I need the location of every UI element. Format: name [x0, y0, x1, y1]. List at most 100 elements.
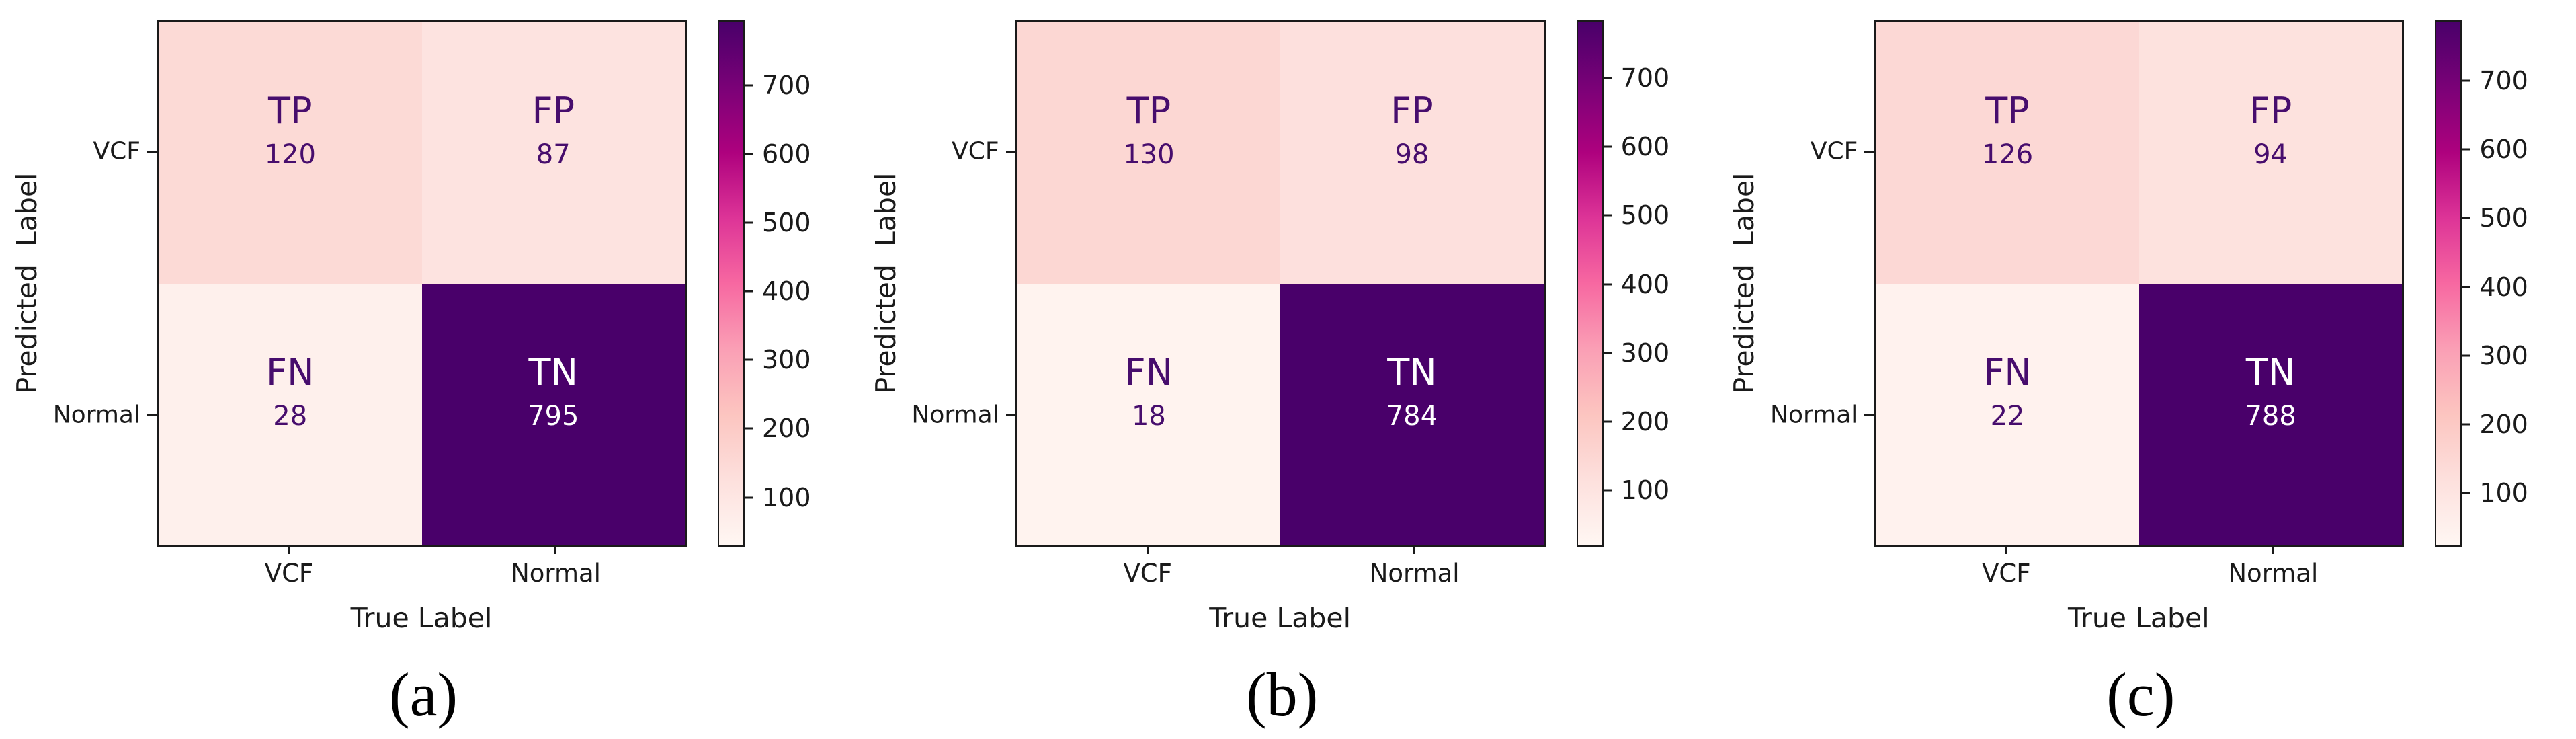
y-axis-title: Predicted Label — [869, 172, 902, 394]
colorbar-tick-mark — [2462, 492, 2471, 494]
x-tick-label-vcf: VCF — [1982, 559, 2031, 588]
colorbar-tick-label: 300 — [762, 345, 811, 375]
colorbar-tick-mark — [1603, 283, 1612, 286]
cell-fn: FN 18 — [1017, 283, 1281, 545]
x-tick-mark — [2005, 547, 2008, 554]
cell-content: FP 94 — [2249, 93, 2292, 171]
cell-content: FP 98 — [1390, 93, 1434, 171]
colorbar-tick-label: 200 — [762, 414, 811, 444]
y-tick-mark — [147, 150, 157, 153]
colorbar-tick-label: 100 — [2479, 478, 2528, 508]
x-tick-mark — [288, 547, 290, 554]
colorbar — [2435, 20, 2462, 547]
cell-content: FN 22 — [1983, 354, 2031, 430]
confusion-matrix-panel-0: Predicted Label VCF Normal TP 120 FP 87 … — [0, 0, 859, 739]
colorbar-tick-label: 100 — [1620, 475, 1670, 506]
cell-tp-value: 126 — [1981, 139, 2034, 171]
y-tick-mark — [1005, 150, 1015, 153]
cell-tp: TP 130 — [1017, 22, 1281, 284]
colorbar — [1576, 20, 1604, 547]
colorbar-tick-label: 600 — [2479, 134, 2528, 165]
cell-fp-value: 87 — [536, 139, 571, 171]
cell-fp: FP 98 — [1280, 22, 1544, 284]
x-tick-label-normal: Normal — [1369, 559, 1460, 588]
cell-content: TN 795 — [528, 354, 579, 430]
cell-fp-value: 94 — [2253, 139, 2288, 171]
x-tick-mark — [2272, 547, 2274, 554]
colorbar-tick-mark — [745, 496, 753, 498]
cell-tp: TP 120 — [159, 22, 422, 284]
x-tick-label-vcf: VCF — [264, 559, 314, 588]
colorbar-tick-label: 500 — [1620, 200, 1670, 231]
y-tick-label-normal: Normal — [52, 401, 140, 429]
colorbar-tick-mark — [1603, 214, 1612, 217]
y-tick-label-vcf: VCF — [1810, 137, 1858, 165]
cell-fp: FP 87 — [421, 22, 685, 284]
cell-tp-label: TP — [267, 89, 313, 132]
x-tick-mark — [554, 547, 556, 554]
cell-content: TP 120 — [264, 89, 316, 171]
colorbar-tick-mark — [1603, 489, 1612, 492]
cell-tn-value: 788 — [2245, 400, 2296, 432]
colorbar-tick-label: 600 — [1620, 132, 1670, 162]
colorbar-tick-label: 200 — [1620, 406, 1670, 436]
cell-content: FP 87 — [532, 89, 575, 171]
cell-fn-label: FN — [1124, 350, 1173, 393]
x-tick-mark — [1147, 547, 1149, 554]
x-tick-label-normal: Normal — [2228, 559, 2319, 588]
y-tick-mark — [147, 414, 157, 416]
cell-tn-label: TN — [2245, 350, 2296, 393]
colorbar-tick-mark — [1603, 420, 1612, 423]
colorbar-tick-mark — [1603, 352, 1612, 354]
colorbar-tick-label: 500 — [2479, 203, 2528, 233]
colorbar — [718, 20, 745, 547]
y-tick-label-normal: Normal — [911, 401, 999, 429]
colorbar-tick-label: 300 — [1620, 338, 1670, 368]
y-tick-mark — [1864, 414, 1874, 416]
cell-content: TP 130 — [1123, 89, 1175, 171]
cell-fp-value: 98 — [1395, 139, 1429, 171]
cell-fp-label: FP — [532, 89, 575, 132]
y-tick-label-vcf: VCF — [952, 137, 999, 165]
colorbar-tick-label: 100 — [762, 482, 811, 512]
cell-tn: TN 788 — [2138, 283, 2403, 545]
colorbar-tick-mark — [745, 358, 753, 361]
colorbar-tick-mark — [745, 84, 753, 87]
colorbar-tick-mark — [745, 290, 753, 293]
colorbar-tick-label: 300 — [2479, 340, 2528, 371]
cell-tp-value: 120 — [264, 139, 316, 171]
x-axis-title: True Label — [1209, 602, 1352, 634]
cell-fn-value: 28 — [273, 400, 308, 432]
cell-fp: FP 94 — [2138, 22, 2403, 284]
colorbar-tick-mark — [745, 427, 753, 430]
y-tick-mark — [1864, 150, 1874, 153]
cell-fn-label: FN — [266, 350, 315, 393]
cell-tn-value: 784 — [1386, 400, 1438, 432]
colorbar-tick-mark — [745, 221, 753, 224]
colorbar-tick-label: 400 — [762, 276, 811, 307]
confusion-matrix-panel-2: Predicted Label VCF Normal TP 126 FP 94 … — [1717, 0, 2576, 739]
cell-fn-label: FN — [1983, 350, 2032, 393]
cell-tn-label: TN — [1387, 350, 1437, 393]
heatmap-matrix: TP 126 FP 94 FN 22 TN 788 — [1874, 20, 2405, 547]
colorbar-tick-label: 600 — [762, 139, 811, 169]
cell-content: TN 784 — [1386, 354, 1438, 430]
colorbar-tick-mark — [1603, 145, 1612, 148]
colorbar-tick-label: 700 — [1620, 63, 1670, 93]
cell-tp-value: 130 — [1123, 139, 1175, 171]
colorbar-tick-label: 500 — [762, 208, 811, 238]
colorbar-tick-mark — [1603, 77, 1612, 79]
cell-content: TN 788 — [2245, 354, 2296, 430]
heatmap-matrix: TP 130 FP 98 FN 18 TN 784 — [1015, 20, 1546, 547]
cell-tp: TP 126 — [1876, 22, 2139, 284]
colorbar-tick-label: 700 — [2479, 65, 2528, 95]
heatmap-matrix: TP 120 FP 87 FN 28 TN 795 — [157, 20, 687, 547]
panel-caption: (b) — [1246, 660, 1319, 729]
colorbar-tick-mark — [2462, 217, 2471, 219]
cell-tp-label: TP — [1126, 89, 1171, 132]
colorbar-tick-mark — [2462, 148, 2471, 151]
cell-tn: TN 784 — [1280, 283, 1544, 545]
colorbar-tick-mark — [2462, 423, 2471, 426]
colorbar-tick-label: 200 — [2479, 410, 2528, 440]
colorbar-tick-mark — [2462, 286, 2471, 288]
